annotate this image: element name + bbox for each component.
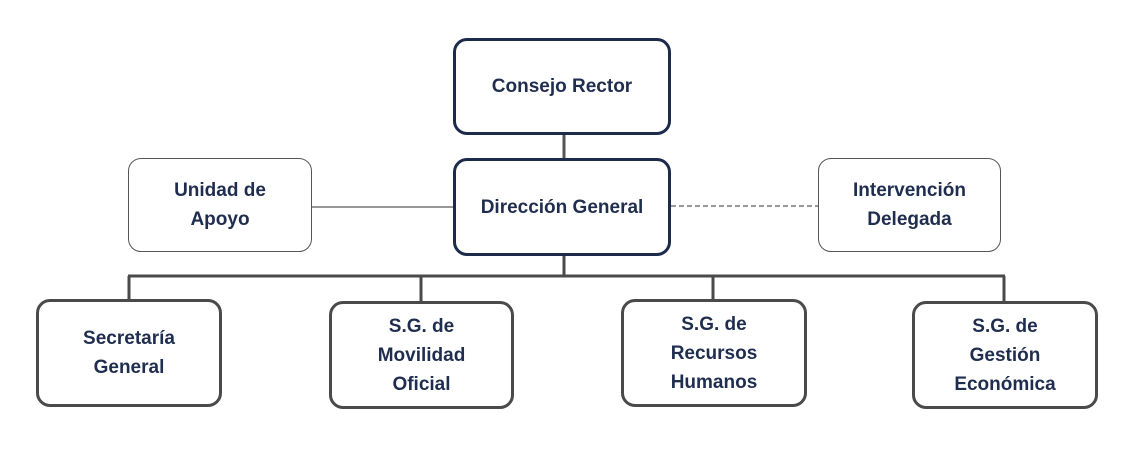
node-direccion-general-label: Dirección General — [480, 196, 644, 218]
node-sg-recursos-humanos: S.G. de Recursos Humanos — [621, 299, 807, 407]
node-secretaria-general: Secretaría General — [36, 299, 222, 407]
node-secretaria-general-label: Secretaría General — [83, 328, 175, 378]
node-sg-movilidad-oficial: S.G. de Movilidad Oficial — [329, 301, 514, 409]
node-consejo-rector-label: Consejo Rector — [491, 76, 633, 97]
node-sg-movilidad-oficial-label: S.G. de Movilidad Oficial — [377, 315, 466, 395]
node-direccion-general: Dirección General — [453, 158, 671, 256]
node-consejo-rector: Consejo Rector — [453, 38, 671, 135]
node-intervencion-delegada: Intervención Delegada — [818, 158, 1001, 252]
node-unidad-de-apoyo: Unidad de Apoyo — [128, 158, 312, 252]
node-unidad-de-apoyo-label: Unidad de Apoyo — [174, 180, 266, 230]
node-sg-gestion-economica: S.G. de Gestión Económica — [912, 301, 1098, 409]
node-sg-gestion-economica-label: S.G. de Gestión Económica — [954, 315, 1056, 395]
node-sg-recursos-humanos-label: S.G. de Recursos Humanos — [670, 313, 758, 393]
node-intervencion-delegada-label: Intervención Delegada — [853, 180, 966, 230]
